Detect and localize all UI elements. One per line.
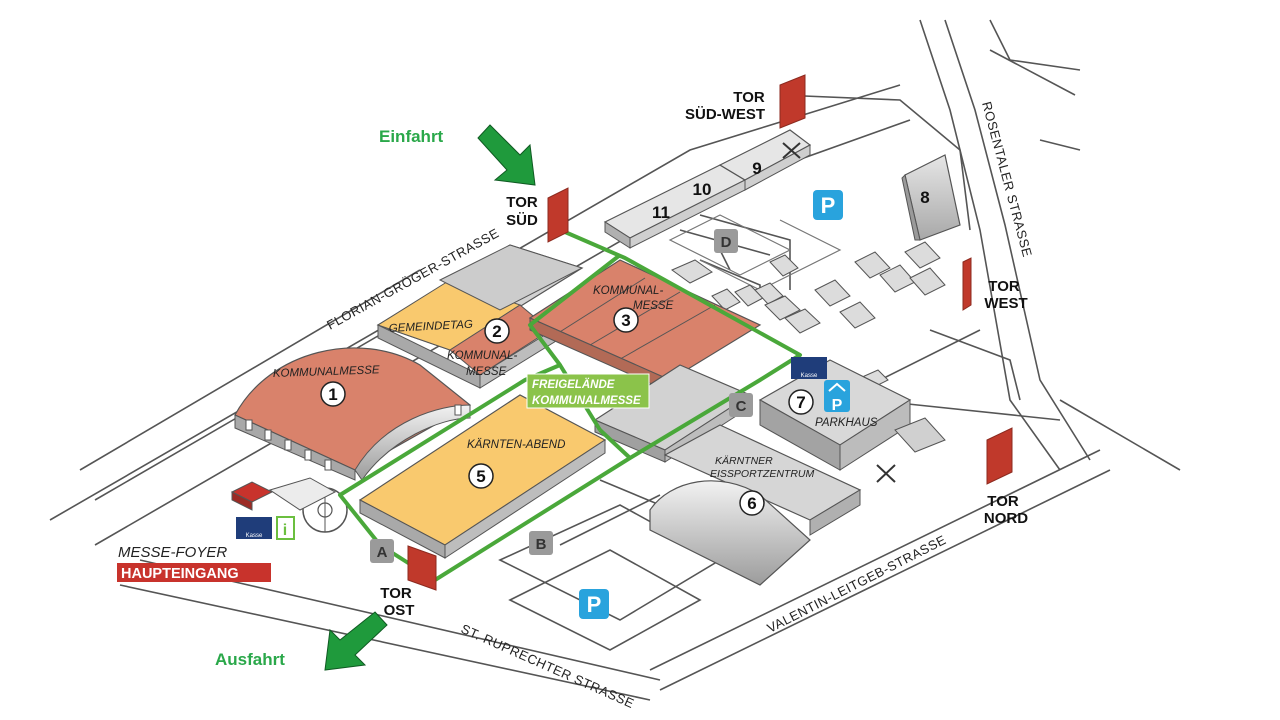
- gate-nord-line2: NORD: [984, 510, 1028, 527]
- hall-8: [901, 154, 961, 241]
- hall-6-number: 6: [747, 494, 756, 513]
- exit-label: Ausfahrt: [215, 650, 285, 669]
- hall-5-name: KÄRNTEN-ABEND: [467, 439, 565, 451]
- hall-1-name: KOMMUNALMESSE: [273, 364, 380, 380]
- exit-arrow-icon: [324, 611, 388, 671]
- kasse-icon-foyer: Kasse: [236, 517, 272, 539]
- hall-2-number: 2: [492, 322, 501, 341]
- hall-7-name: PARKHAUS: [815, 417, 878, 429]
- hall-2-name-line1: KOMMUNAL-: [447, 350, 517, 362]
- hall-2-tag: GEMEINDETAG: [389, 319, 474, 335]
- entry-arrow-icon: [477, 124, 536, 186]
- gate-ost-line2: OST: [384, 602, 415, 619]
- info-icon: i: [276, 516, 295, 540]
- gates: [407, 74, 1013, 591]
- hall-3-number: 3: [621, 311, 630, 330]
- parking-icon-north: [813, 190, 843, 220]
- freigelaende-label: FREIGELÄNDE KOMMUNALMESSE: [526, 373, 650, 409]
- crossing-marks: [782, 142, 896, 483]
- hall-2-name-line2: MESSE: [466, 366, 507, 378]
- foyer-name: MESSE-FOYER: [118, 544, 227, 561]
- parking-signs: P P P: [579, 190, 850, 619]
- hall-1-number: 1: [328, 385, 337, 404]
- entry-label: Einfahrt: [379, 127, 444, 146]
- parking-label-north: P: [821, 193, 836, 218]
- zone-markers: A B C D: [370, 229, 753, 563]
- hall-3-name-line2: MESSE: [633, 300, 674, 312]
- hall-9-number: 9: [752, 159, 761, 178]
- parking-house-label: P: [832, 397, 843, 414]
- gate-sued-line1: TOR: [506, 194, 538, 211]
- gate-nord-line1: TOR: [987, 493, 1019, 510]
- zone-d: D: [721, 234, 732, 251]
- parking-icon-south: [579, 589, 609, 619]
- freigelaende-line2: KOMMUNALMESSE: [532, 395, 641, 407]
- gate-west-line2: WEST: [984, 295, 1027, 312]
- hall-7: [758, 359, 946, 471]
- hall-3-name-line1: KOMMUNAL-: [593, 285, 663, 297]
- hall-7-number: 7: [796, 393, 805, 412]
- freigelaende-line1: FREIGELÄNDE: [532, 378, 615, 391]
- gate-sued: [547, 187, 569, 243]
- parking-house-icon: [824, 380, 850, 412]
- hall-8-number: 8: [920, 188, 929, 207]
- zone-c: C: [736, 398, 747, 415]
- gate-sued-line2: SÜD: [506, 212, 538, 229]
- gate-sued-west: [779, 74, 806, 129]
- hall-numbers: 1 2 3 5 6 7 8 9 10 11: [320, 159, 930, 516]
- gate-labels: TOR SÜD-WEST TOR SÜD TOR WEST TOR NORD T…: [380, 89, 1028, 619]
- gate-west: [962, 257, 972, 311]
- hall-6: [649, 424, 862, 586]
- hall-11-number: 11: [652, 203, 670, 222]
- gate-sued-west-line2: SÜD-WEST: [685, 106, 765, 123]
- gate-sued-west-line1: TOR: [733, 89, 765, 106]
- info-label: i: [283, 522, 287, 539]
- street-ruprechter: ST. RUPRECHTER STRASSE: [459, 621, 637, 711]
- gate-west-line1: TOR: [988, 278, 1020, 295]
- hall-10-number: 10: [693, 180, 712, 199]
- foyer-labels: MESSE-FOYER HAUPTEINGANG: [117, 544, 271, 582]
- svg-text:Kasse: Kasse: [801, 373, 818, 379]
- hall-6-name-line1: KÄRNTNER: [715, 455, 773, 467]
- hall-labels: KOMMUNALMESSE GEMEINDETAG KOMMUNAL- MESS…: [273, 285, 878, 480]
- parking-lot-outlines: [668, 214, 842, 291]
- hall-2: [376, 244, 584, 389]
- gate-ost: [407, 545, 437, 591]
- gate-ost-line1: TOR: [380, 585, 412, 602]
- zone-a: A: [377, 544, 388, 561]
- hall-5-number: 5: [476, 467, 485, 486]
- hall-6-name-line2: EISSPORTZENTRUM: [710, 468, 814, 480]
- parking-label-south: P: [587, 592, 602, 617]
- svg-text:Kasse: Kasse: [246, 533, 263, 539]
- gate-nord: [986, 427, 1013, 485]
- zone-b: B: [536, 536, 547, 553]
- messe-foyer-building: [230, 477, 348, 533]
- hall-1: [234, 347, 472, 481]
- kasse-icon-parkhaus: Kasse: [791, 357, 827, 379]
- halls-9-10-11: [603, 129, 812, 249]
- main-entrance-label: HAUPTEINGANG: [121, 566, 239, 582]
